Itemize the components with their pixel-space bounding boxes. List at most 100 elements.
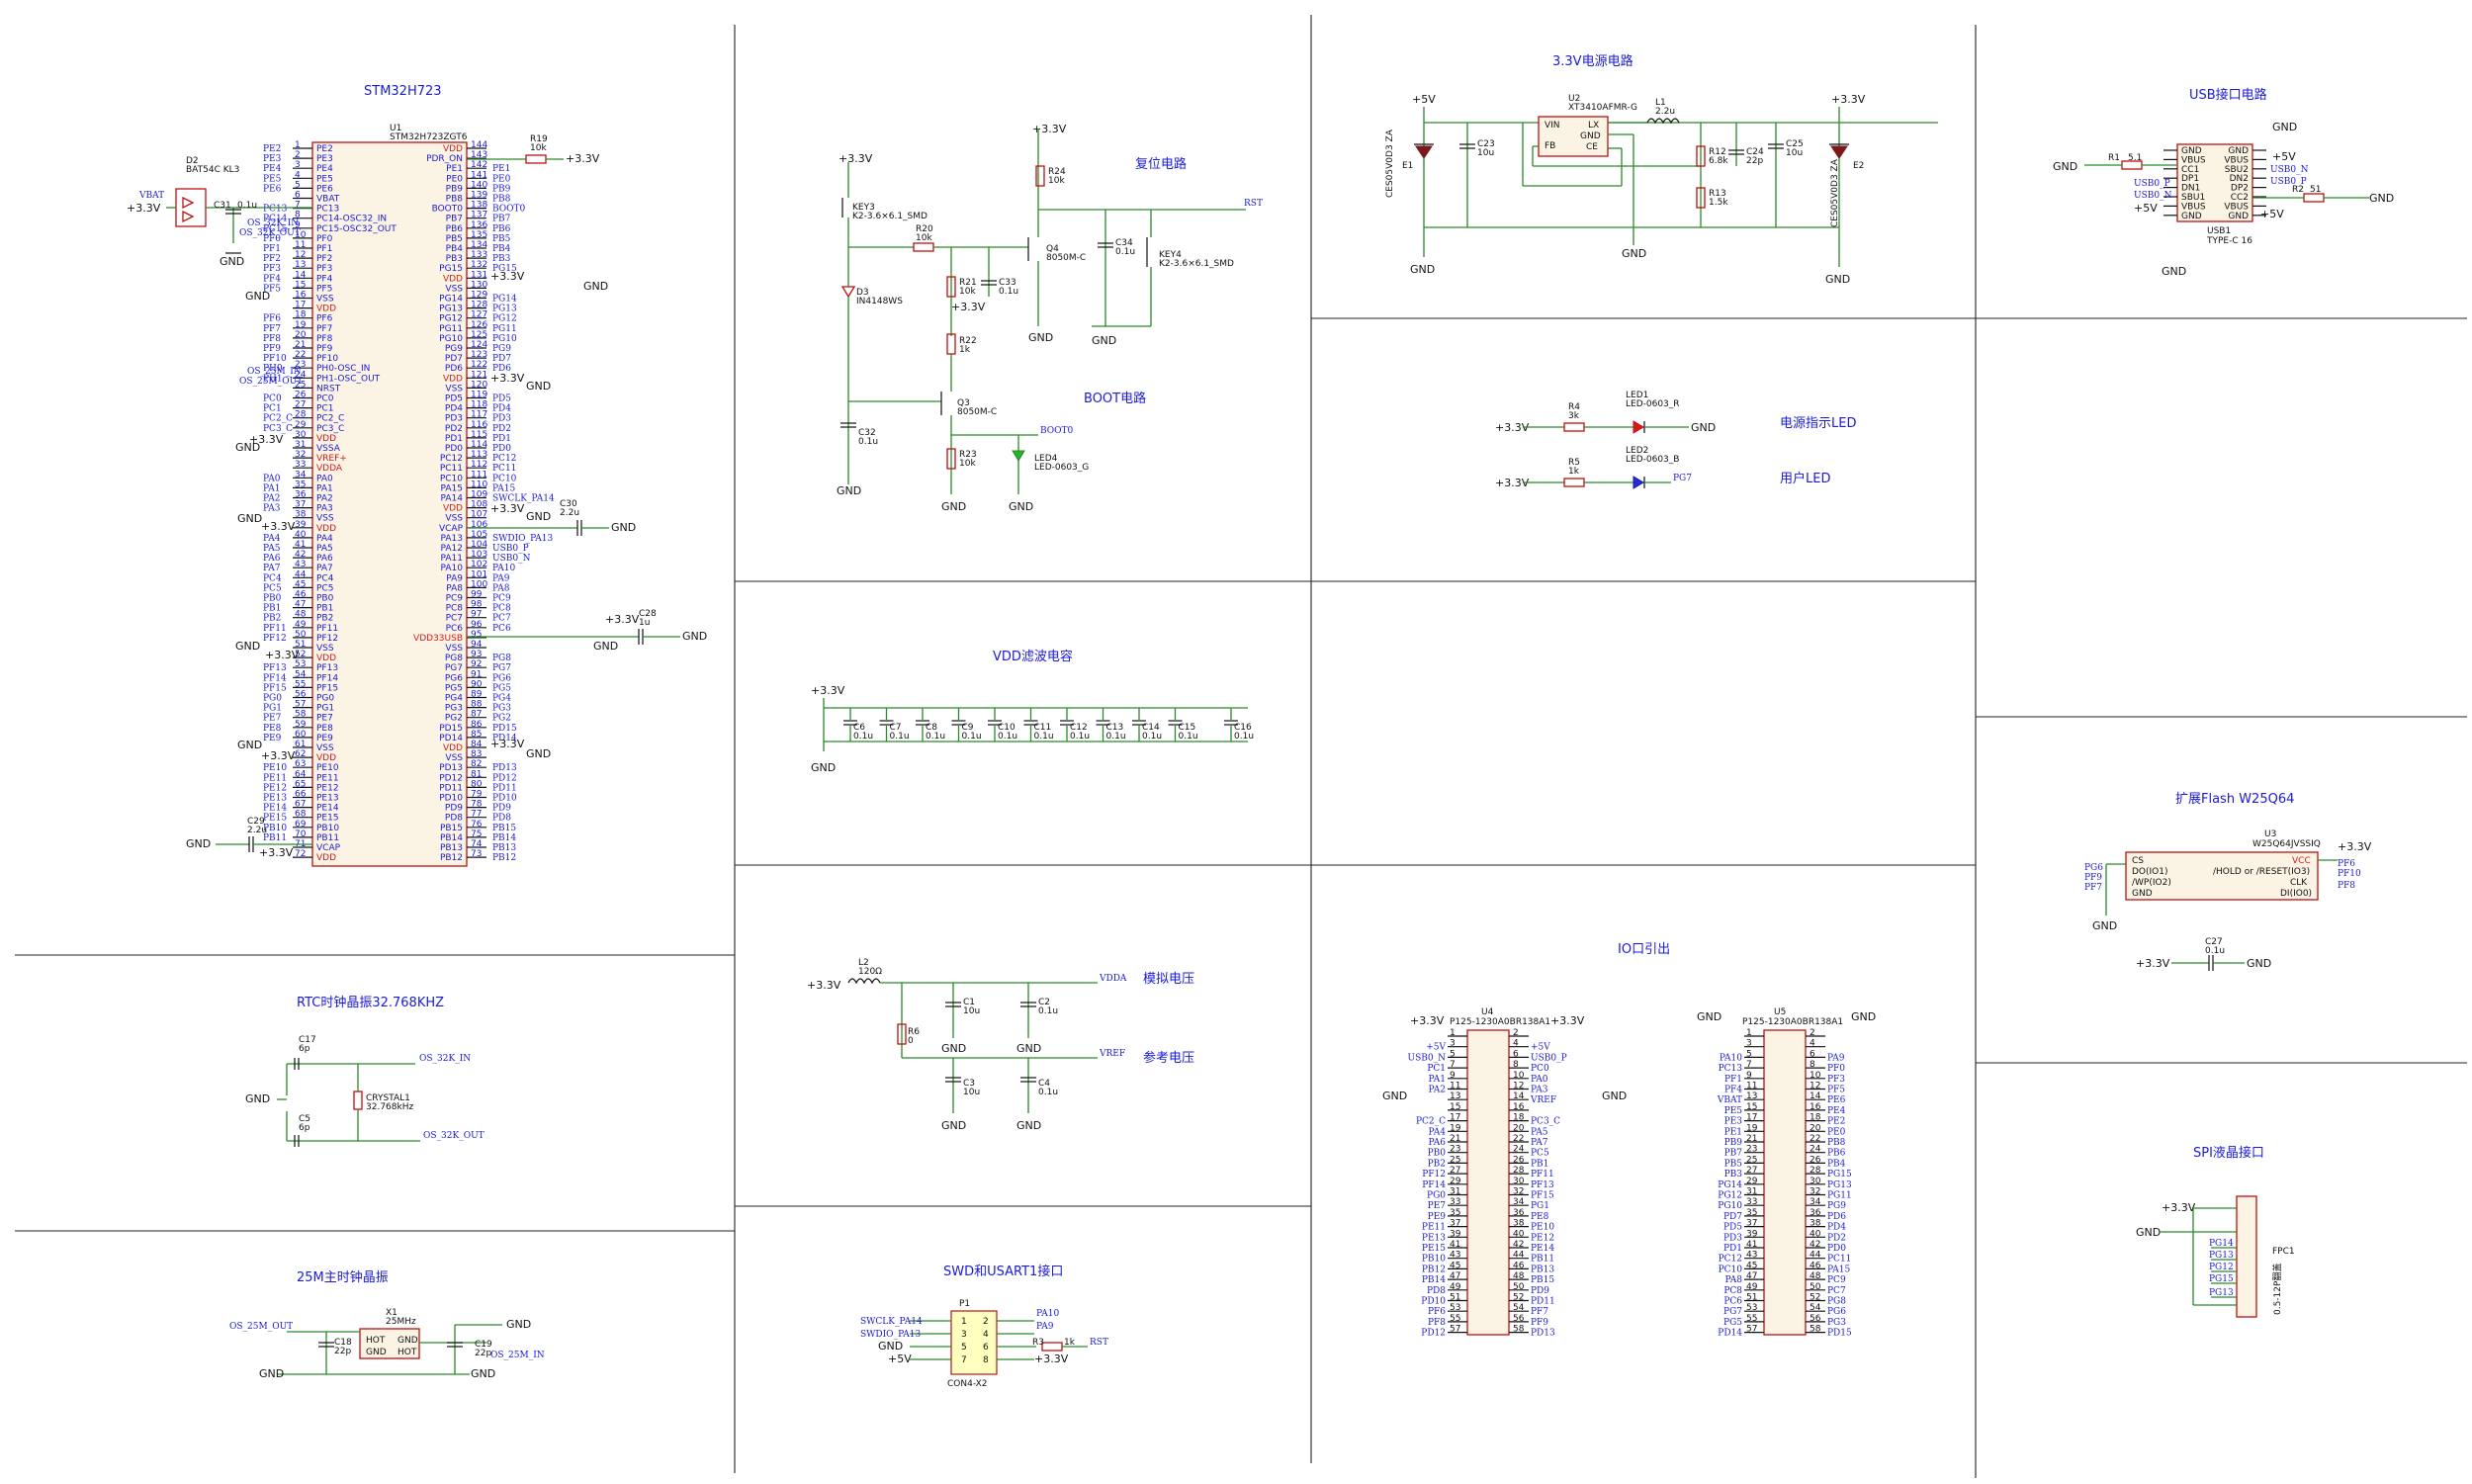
header-net-left: PB9: [1724, 1138, 1743, 1148]
mcu-pin-number: 79: [471, 790, 483, 800]
mcu-pin-name: VDD: [443, 743, 463, 753]
d3-value: IN4148WS: [856, 297, 903, 306]
mcu-pin-net: PF14: [263, 673, 287, 683]
mcu-pin-net: PF6: [263, 314, 281, 324]
lcd-net-2: PG13: [2209, 1251, 2234, 1261]
mcu-pin-name: PF3: [316, 264, 332, 274]
header-net-left: PC10: [1719, 1265, 1743, 1274]
vddcap-value: 0.1u: [1234, 732, 1254, 742]
c3-gnd: GND: [941, 1119, 966, 1132]
mcu-pin-net: PB8: [492, 195, 511, 205]
header-pin-number: 25: [1746, 1155, 1757, 1165]
header-pin-number: 33: [1746, 1197, 1757, 1207]
r21-value: 10k: [959, 287, 976, 297]
vddcap-ref: C8: [926, 723, 937, 733]
header-net-right: PD6: [1827, 1212, 1846, 1222]
gnd-pin31: GND: [235, 441, 260, 454]
c4-gnd: GND: [1016, 1119, 1041, 1132]
header-pin-number: 52: [1513, 1293, 1524, 1303]
usb-5v-left: +5V: [2134, 202, 2158, 215]
mcu-pin-number: 103: [471, 550, 487, 560]
vddcap-ref: C9: [962, 723, 974, 733]
u3-ref: U3: [2264, 829, 2276, 839]
header-pin-number: 51: [1450, 1293, 1460, 1303]
vddcap-value: 0.1u: [1070, 732, 1090, 742]
mcu-pin-name: PH0-OSC_IN: [316, 364, 370, 374]
mcu-pin-name: PB12: [440, 853, 463, 863]
mcu-pin-name: PD8: [445, 814, 463, 824]
mcu-pin-name: PD10: [439, 794, 463, 804]
header-net-left: VBAT: [1717, 1095, 1742, 1105]
led2-value: LED-0603_B: [1626, 455, 1679, 465]
led2-net: PG7: [1673, 474, 1692, 483]
title-lcd: SPI液晶接口: [2193, 1145, 2264, 1161]
mcu-pin-net: PG12: [492, 314, 517, 324]
mcu-pin-name: PA7: [316, 564, 333, 573]
mcu-pin-name: PA9: [446, 573, 463, 583]
supply-pin84: +3.3V: [490, 738, 525, 750]
mcu-pin-net: PE5: [263, 174, 282, 184]
mcu-pin-name: PC1: [316, 404, 333, 414]
header-pin-number: 49: [1746, 1282, 1758, 1292]
header-net-right: PB11: [1531, 1255, 1554, 1265]
mcu-pin-name: PA4: [316, 534, 333, 544]
header-net-left: PC1: [1427, 1064, 1446, 1074]
mcu-pin-net: PD0: [492, 444, 511, 454]
header-net-left: PE3: [1724, 1117, 1743, 1127]
vddcap-ref: C13: [1106, 723, 1124, 733]
header-pin-number: 41: [1450, 1240, 1460, 1250]
header-pin-number: 43: [1746, 1251, 1757, 1261]
header-net-left: PA8: [1725, 1275, 1743, 1285]
vddcap-ref: C7: [890, 723, 902, 733]
header-net-right: PB1: [1531, 1159, 1548, 1169]
mcu-pin-number: 97: [471, 610, 482, 620]
mcu-pin-number: 15: [295, 280, 306, 290]
r22-supply: +3.3V: [951, 301, 986, 313]
header-pin-number: 8: [1513, 1060, 1519, 1070]
mcu-pin-net: PC0: [263, 394, 282, 404]
usb1-ref: USB1: [2207, 226, 2231, 236]
header-net-right: PF15: [1531, 1191, 1554, 1201]
mcu-pin-number: 46: [295, 590, 307, 600]
header-net-right: PC0: [1531, 1064, 1549, 1074]
mcu-pin-net: PA7: [263, 564, 281, 573]
mcu-pin-name: PE10: [316, 763, 339, 773]
mcu-pin-net: PG14: [492, 295, 517, 305]
c18-value: 22p: [334, 1347, 351, 1356]
mcu-pin-name: VSSA: [316, 444, 341, 454]
header-pin-number: 22: [1513, 1134, 1524, 1144]
usb-net-n-right: USB0_N: [2270, 165, 2309, 175]
mcu-pin-net: PB2: [263, 614, 281, 624]
header-net-left: PC13: [1719, 1064, 1743, 1074]
mcu-pin-net: PC5: [263, 583, 282, 593]
usb-gnd-top: GND: [2272, 121, 2297, 133]
mcu-pin-net: PG10: [492, 334, 517, 344]
c19-ref: C19: [475, 1340, 492, 1350]
d2-ref: D2: [186, 156, 199, 166]
mcu-pin-name: PD5: [445, 394, 463, 404]
c18-ref: C18: [334, 1338, 352, 1348]
p1-pin1: 1: [961, 1317, 967, 1327]
c17-ref: C17: [299, 1035, 316, 1045]
header-pin-number: 24: [1810, 1145, 1821, 1155]
mcu-pin-number: 14: [295, 270, 307, 280]
header-pin-number: 57: [1450, 1325, 1460, 1335]
mcu-pin-number: 83: [471, 749, 482, 759]
mcu-pin-net: PE2: [263, 144, 281, 154]
usb1-pin-left: VBUS: [2181, 202, 2206, 212]
header-pin-number: 38: [1513, 1219, 1525, 1229]
gnd-pin38: GND: [237, 512, 262, 525]
mcu-pin-name: PB14: [440, 833, 463, 843]
r1-value: 5.1: [2128, 153, 2142, 163]
header-net-left: PG10: [1718, 1201, 1742, 1211]
mcu-pin-net: PC14: [263, 215, 288, 224]
header-net-right: PB15: [1531, 1275, 1554, 1285]
mcu-pin-name: PG12: [439, 314, 463, 324]
header-net-right: PG8: [1827, 1297, 1846, 1307]
mcu-pin-number: 39: [295, 520, 307, 530]
header-pin-number: 6: [1810, 1049, 1815, 1059]
lcd-section: SPI液晶接口 FPC1 0.5-12P翻盖 +3.3V GND PG14 PG…: [2136, 1145, 2295, 1318]
title-io: IO口引出: [1618, 942, 1670, 957]
mcu-pin-net: PE10: [263, 763, 287, 773]
mcu-pin-name: PG10: [439, 334, 463, 344]
